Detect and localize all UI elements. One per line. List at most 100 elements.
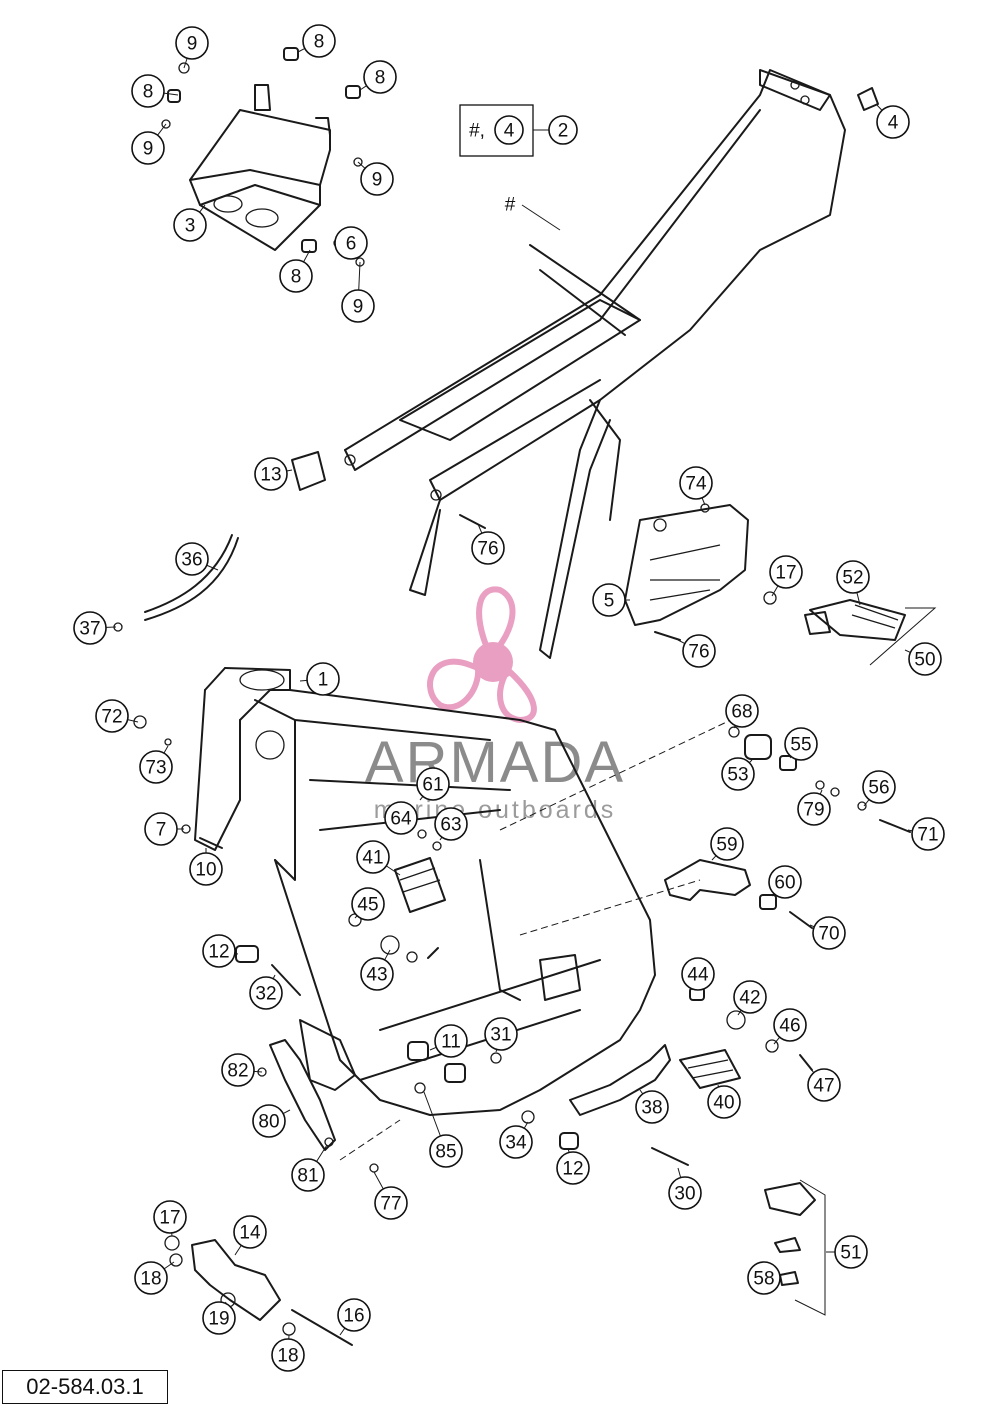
callout-number: 41 xyxy=(362,848,383,869)
callout-number: 8 xyxy=(375,68,386,89)
callout-55: 55 xyxy=(785,728,817,760)
callout-number: 9 xyxy=(353,297,364,318)
callout-17: 17 xyxy=(770,556,802,596)
leader-line xyxy=(430,1047,436,1050)
callout-number: 77 xyxy=(380,1194,401,1215)
callout-number: 16 xyxy=(343,1306,364,1327)
callout-37: 37 xyxy=(74,612,116,644)
leader-line xyxy=(386,866,400,875)
callout-number: 9 xyxy=(187,34,198,55)
callout-number: 52 xyxy=(842,568,863,589)
callout-64: 64 xyxy=(385,802,417,834)
propeller-logo-icon xyxy=(430,589,534,720)
callout-79: 79 xyxy=(798,790,830,825)
callout-9: 9 xyxy=(176,27,208,68)
callout-44: 44 xyxy=(682,958,714,990)
callout-72: 72 xyxy=(96,700,138,732)
callout-1: 1 xyxy=(300,663,339,695)
bracket-part xyxy=(292,452,325,490)
callout-number: 17 xyxy=(159,1208,180,1229)
callout-43: 43 xyxy=(361,950,393,990)
callout-number: 68 xyxy=(731,702,752,723)
leader-line xyxy=(235,1245,241,1255)
callout-9: 9 xyxy=(132,124,166,164)
callout-number: 5 xyxy=(604,591,615,612)
callout-32: 32 xyxy=(250,975,282,1009)
leader-line xyxy=(283,1110,290,1114)
callout-number: 46 xyxy=(779,1016,800,1037)
footrest-bracket-part xyxy=(625,505,748,625)
leader-line xyxy=(300,680,307,681)
leader-line xyxy=(360,86,367,90)
leader-line xyxy=(317,1145,327,1161)
leader-line xyxy=(374,1172,383,1189)
callout-number: 42 xyxy=(739,988,760,1009)
callout-number: 58 xyxy=(753,1269,774,1290)
callout-number: 55 xyxy=(790,735,811,756)
callout-53: 53 xyxy=(722,758,754,790)
callout-46: 46 xyxy=(774,1009,806,1044)
callout-number: 61 xyxy=(422,775,443,796)
callout-31: 31 xyxy=(485,1018,517,1052)
group-assembly-number: 2 xyxy=(558,121,569,142)
callout-number: 18 xyxy=(277,1346,298,1367)
frame-marker-label: # xyxy=(505,195,516,216)
callout-76: 76 xyxy=(678,635,715,667)
callout-8: 8 xyxy=(360,61,396,93)
leader-line xyxy=(340,1328,345,1335)
callout-number: 12 xyxy=(208,942,229,963)
callout-45: 45 xyxy=(352,888,384,920)
callout-30: 30 xyxy=(669,1168,701,1209)
diagram-reference-number: 02-584.03.1 xyxy=(2,1370,168,1404)
callout-17: 17 xyxy=(154,1201,186,1236)
callout-18: 18 xyxy=(135,1262,174,1294)
callout-number: 81 xyxy=(297,1166,318,1187)
callout-42: 42 xyxy=(734,981,766,1015)
callout-number: 7 xyxy=(156,820,167,841)
callout-number: 8 xyxy=(291,267,302,288)
callout-number: 85 xyxy=(435,1142,456,1163)
callout-47: 47 xyxy=(808,1068,840,1101)
callout-73: 73 xyxy=(140,746,172,783)
callout-6: 6 xyxy=(335,227,367,259)
callout-9: 9 xyxy=(358,162,393,195)
callout-number: 73 xyxy=(145,758,166,779)
callout-60: 60 xyxy=(769,866,801,898)
nut-part xyxy=(858,88,878,110)
callout-58: 58 xyxy=(748,1262,782,1294)
leader-line xyxy=(128,720,138,722)
callout-number: 32 xyxy=(255,984,276,1005)
leader-line xyxy=(678,1168,681,1178)
group-prefix: #, xyxy=(469,121,485,142)
leader-line xyxy=(712,856,716,860)
callout-number: 19 xyxy=(208,1309,229,1330)
callout-82: 82 xyxy=(222,1054,262,1086)
callout-number: 53 xyxy=(727,765,748,786)
callout-number: 14 xyxy=(239,1223,261,1244)
callout-number: 64 xyxy=(390,809,412,830)
callout-11: 11 xyxy=(430,1025,467,1057)
callout-38: 38 xyxy=(636,1090,668,1123)
callout-number: 50 xyxy=(914,650,935,671)
brake-pedal-part xyxy=(665,860,750,900)
callout-51: 51 xyxy=(826,1236,867,1268)
callout-number: 8 xyxy=(143,82,154,103)
callout-number: 82 xyxy=(227,1061,248,1082)
callout-52: 52 xyxy=(837,561,869,605)
callout-number: 76 xyxy=(477,539,498,560)
callout-number: 60 xyxy=(774,873,795,894)
callout-number: 70 xyxy=(818,924,839,945)
callout-number: 30 xyxy=(674,1184,695,1205)
group-part-number: 4 xyxy=(504,121,515,142)
callout-number: 1 xyxy=(318,670,329,691)
callout-68: 68 xyxy=(726,695,758,728)
assembly-group-label: #, 4 2 xyxy=(460,105,577,156)
leader-line xyxy=(164,93,178,95)
leader-line xyxy=(905,650,910,652)
callout-number: 37 xyxy=(79,619,100,640)
callout-number: 59 xyxy=(716,835,737,856)
callout-5: 5 xyxy=(593,584,630,616)
callout-number: 12 xyxy=(562,1159,583,1180)
leader-line xyxy=(876,104,882,110)
